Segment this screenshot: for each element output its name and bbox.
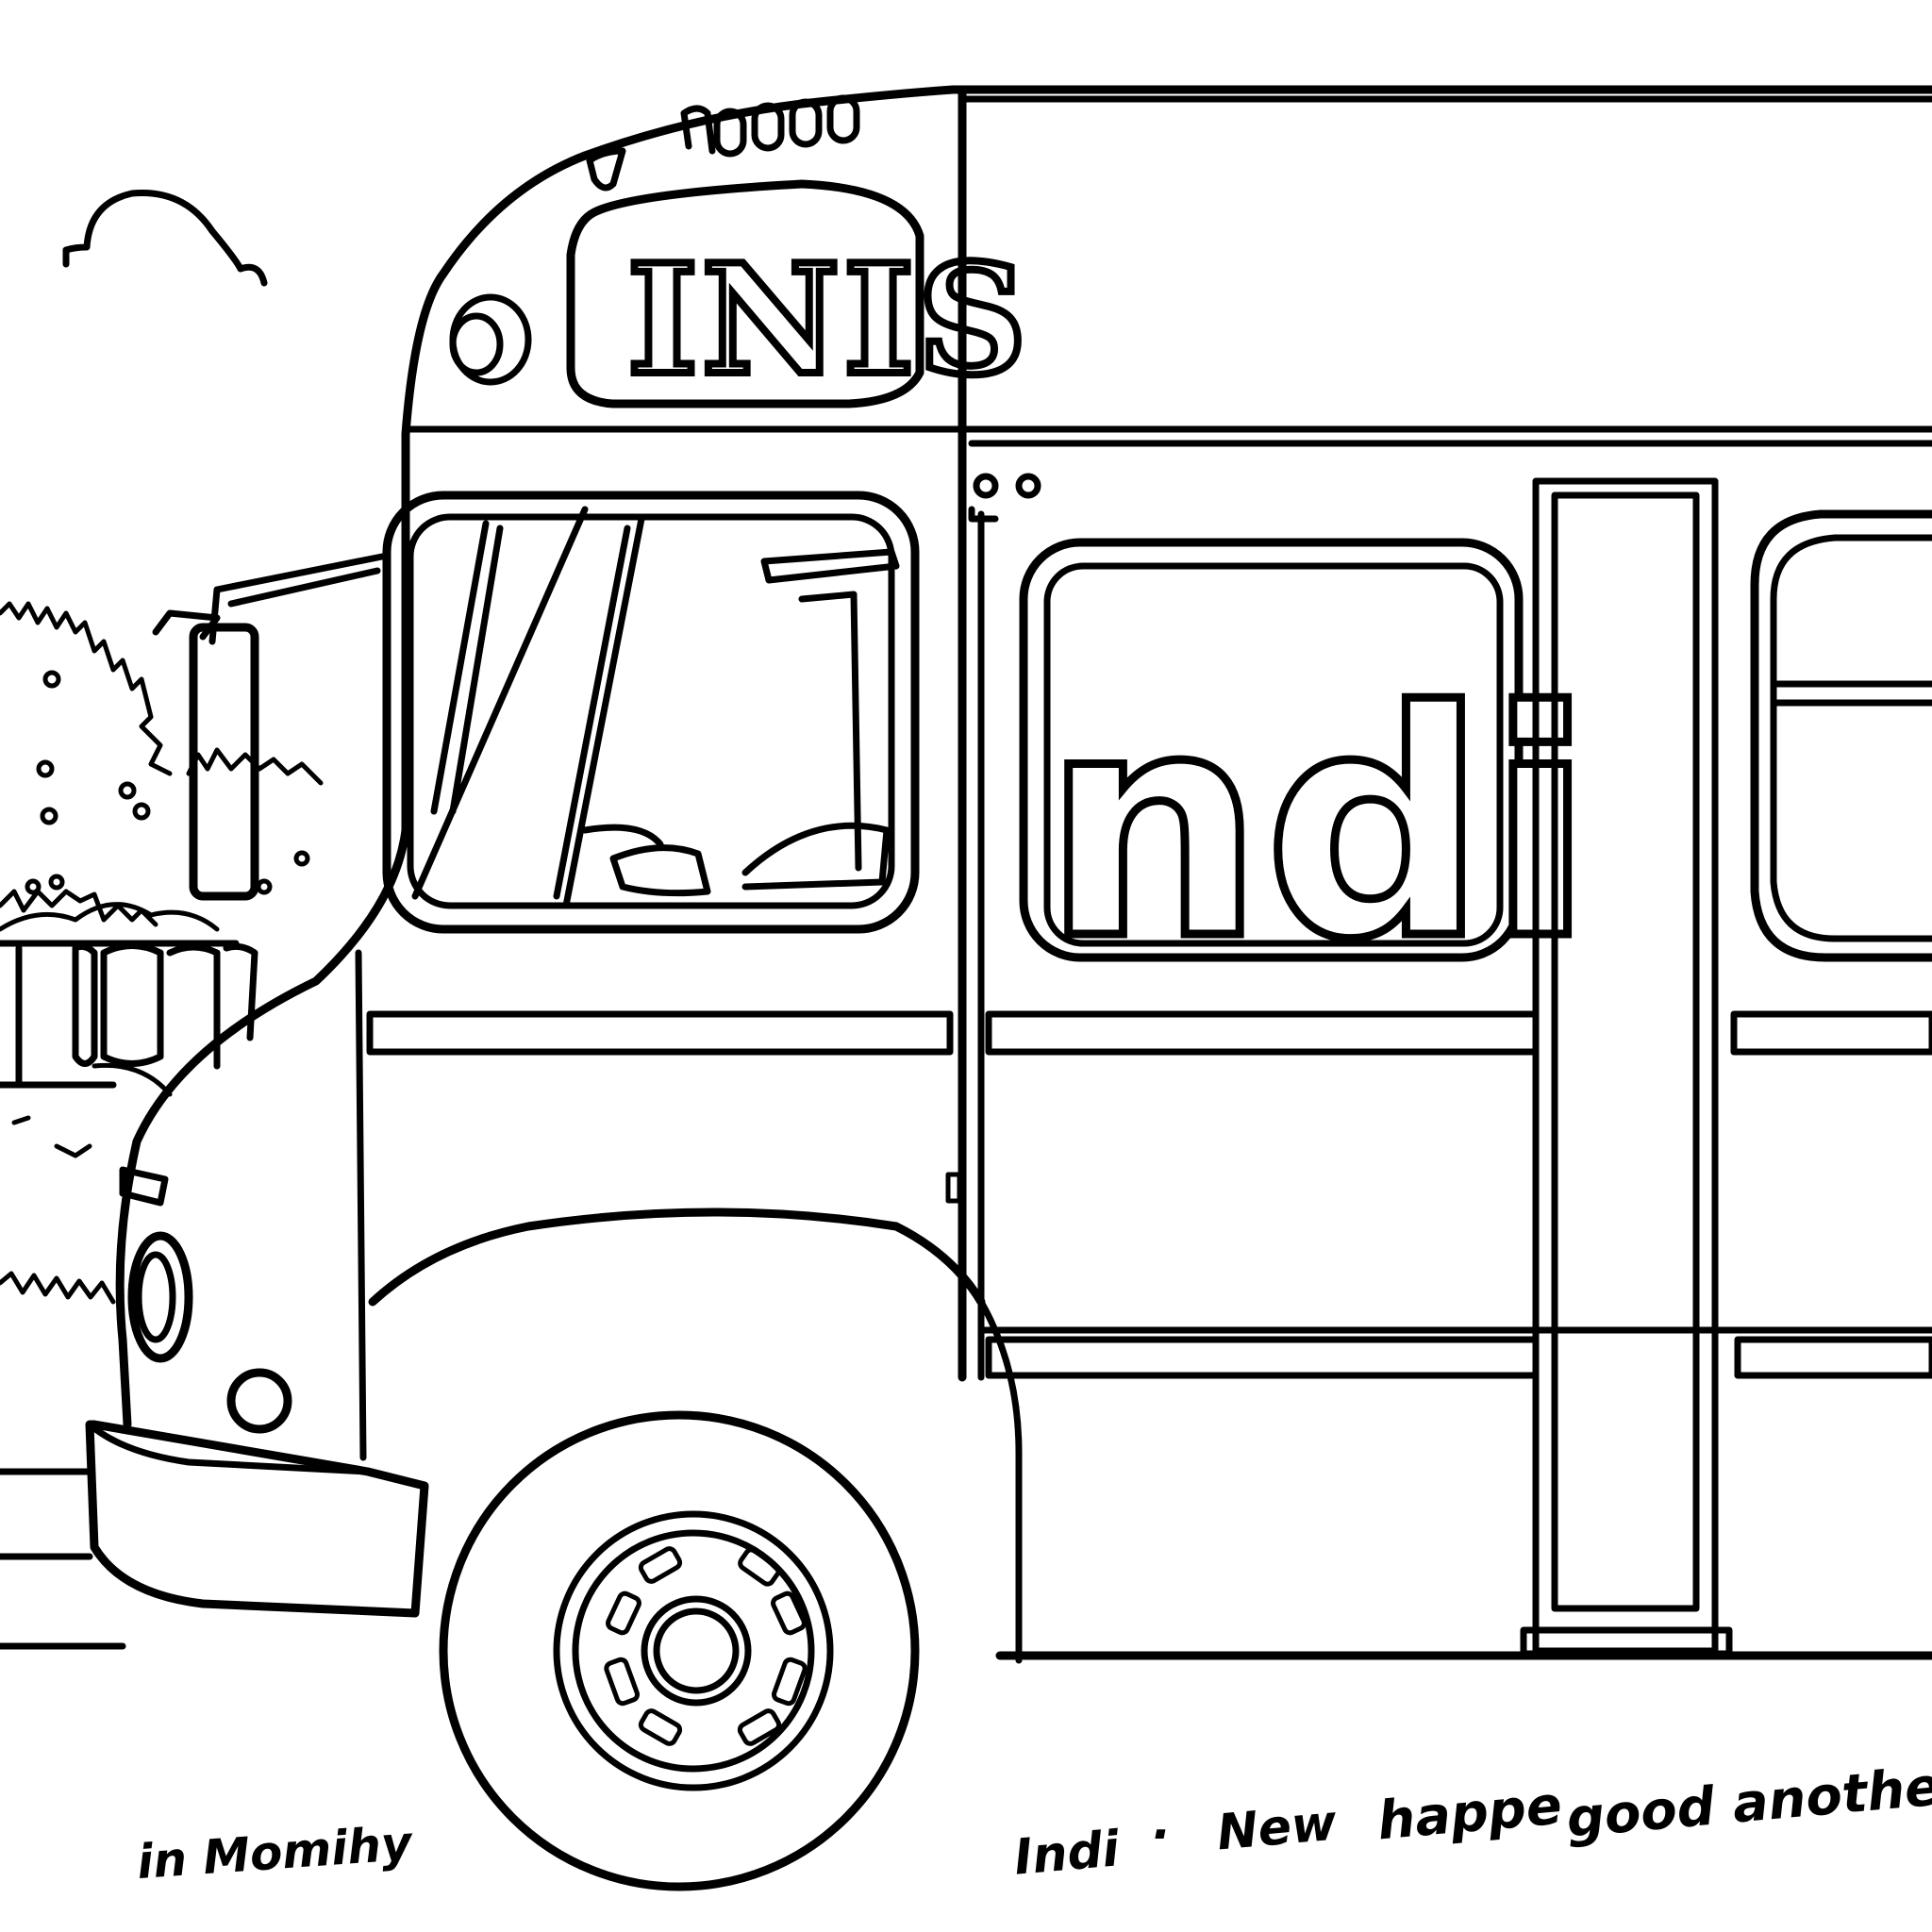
roof-sign-text: INIS xyxy=(627,231,1030,408)
bush-icon xyxy=(0,601,324,1305)
caption-separator: · xyxy=(1151,1807,1170,1863)
rear-side-window xyxy=(1750,509,1932,962)
headlights xyxy=(119,1166,292,1434)
front-wheel xyxy=(439,1410,920,1891)
caption-word: New xyxy=(1214,1794,1340,1862)
side-window: ndi xyxy=(1019,538,1598,1012)
windshield xyxy=(382,491,920,934)
roof-lights xyxy=(586,94,860,192)
fence-icon xyxy=(0,940,258,1158)
marker-light-icon xyxy=(973,473,999,499)
roof-sign: INIS xyxy=(449,179,1030,412)
side-window-text: ndi xyxy=(1042,645,1593,1008)
bus-body xyxy=(85,85,1932,1664)
bus-door xyxy=(1520,477,1733,1657)
wheel-lug-slots xyxy=(604,1546,808,1746)
cloud-icon xyxy=(62,190,268,287)
caption-word: Indi xyxy=(1011,1821,1122,1887)
side-mirror xyxy=(152,553,386,901)
marker-light-icon xyxy=(1015,473,1041,499)
